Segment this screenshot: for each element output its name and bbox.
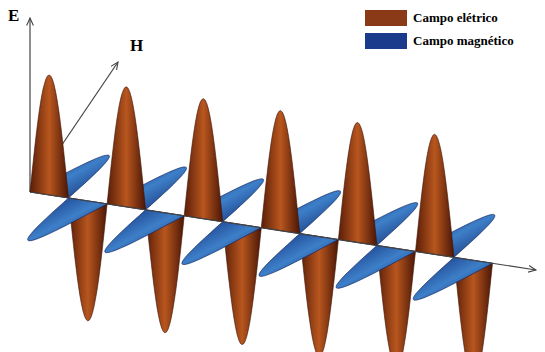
electric-lobe [338,123,377,246]
magnetic-lobe [28,198,107,241]
e-axis [29,18,30,192]
legend-swatch [365,10,407,26]
electric-lobe [30,75,69,198]
electric-lobe [184,99,223,222]
magnetic-lobe [182,222,261,265]
propagation-axis [30,192,536,270]
magnetic-lobe [413,257,492,300]
magnetic-lobe [336,245,415,288]
electric-lobe [416,134,455,257]
axis-label: E [8,6,19,26]
legend-text: Campo magnético [413,33,514,49]
electric-lobe [261,111,300,234]
magnetic-lobe [259,234,338,277]
axis-label: H [130,36,143,56]
wave-lobes [28,75,495,352]
legend-row: Campo magnético [365,31,514,51]
legend: Campo elétricoCampo magnético [365,8,514,54]
magnetic-lobe [105,210,184,253]
electric-lobe [107,87,146,210]
legend-row: Campo elétrico [365,8,514,28]
legend-swatch [365,33,407,49]
legend-text: Campo elétrico [413,10,498,26]
